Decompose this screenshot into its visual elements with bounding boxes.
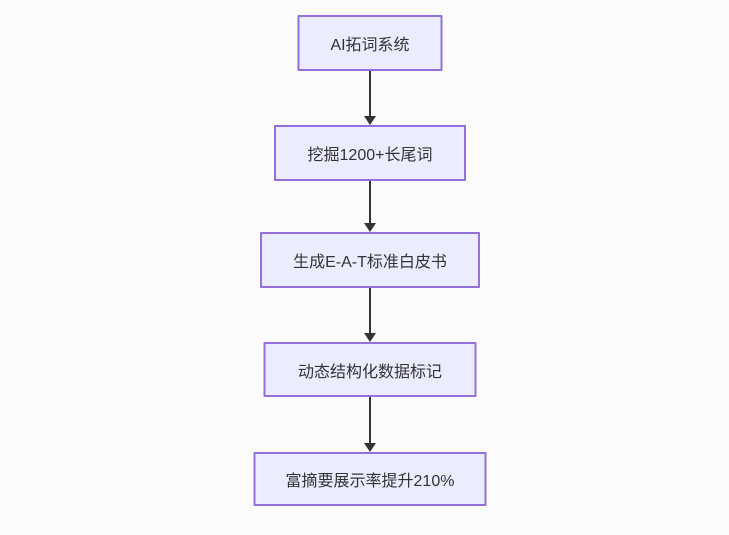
flow-node-structured-data: 动态结构化数据标记 (263, 342, 477, 397)
arrowhead-icon (364, 333, 376, 342)
flow-node-label: 挖掘1200+长尾词 (307, 147, 433, 164)
flow-node-rich-snippet-result: 富摘要展示率提升210% (253, 452, 487, 506)
arrow-down-2 (364, 181, 376, 232)
flow-node-eat-whitepaper: 生成E-A-T标准白皮书 (260, 232, 480, 288)
flow-node-label: 动态结构化数据标记 (297, 363, 442, 381)
arrowhead-icon (364, 223, 376, 232)
arrow-line (369, 181, 371, 223)
arrow-line (369, 397, 371, 443)
flow-node-longtail-mining: 挖掘1200+长尾词 (274, 125, 466, 181)
arrow-down-4 (364, 397, 376, 452)
arrowhead-icon (364, 443, 376, 452)
arrow-line (369, 71, 371, 116)
arrow-line (369, 288, 371, 333)
flow-node-ai-word-system: AI拓词系统 (297, 15, 443, 71)
flow-node-label: 富摘要展示率提升210% (285, 473, 455, 490)
arrow-down-1 (364, 71, 376, 125)
arrow-down-3 (364, 288, 376, 342)
flow-node-label: AI拓词系统 (330, 37, 410, 54)
arrowhead-icon (364, 116, 376, 125)
flow-node-label: 生成E-A-T标准白皮书 (293, 254, 447, 271)
